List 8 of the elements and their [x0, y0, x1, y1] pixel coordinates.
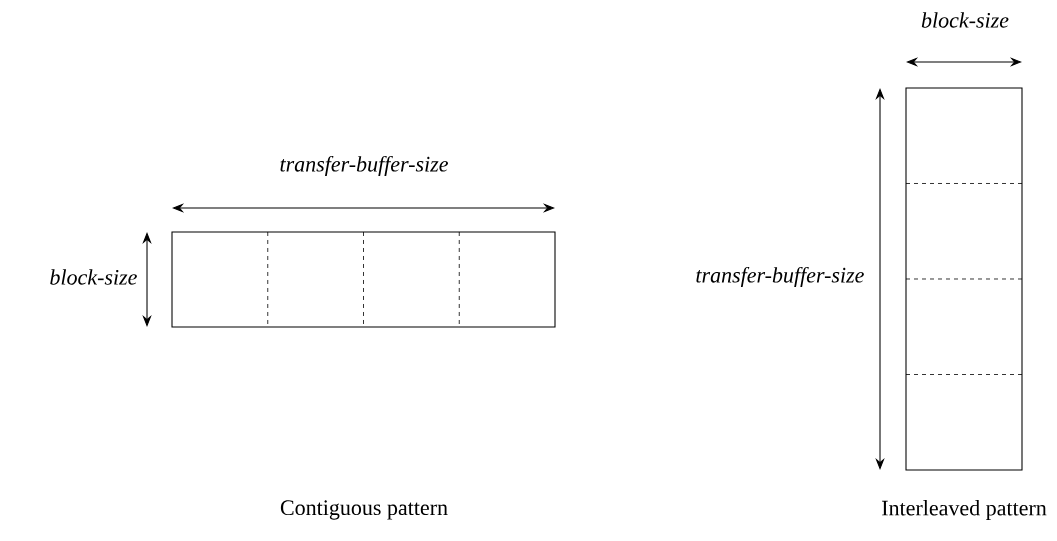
dimension-label: transfer-buffer-size	[696, 266, 864, 288]
pattern-box	[171, 231, 556, 328]
dimension-label: block-size	[921, 12, 1009, 28]
dimension-label: block-size	[50, 269, 137, 285]
dimension-label: transfer-buffer-size	[280, 155, 448, 177]
caption-text: Interleaved pattern	[882, 500, 1047, 520]
caption-text: Contiguous pattern	[280, 500, 448, 520]
pattern-box	[905, 87, 1023, 471]
